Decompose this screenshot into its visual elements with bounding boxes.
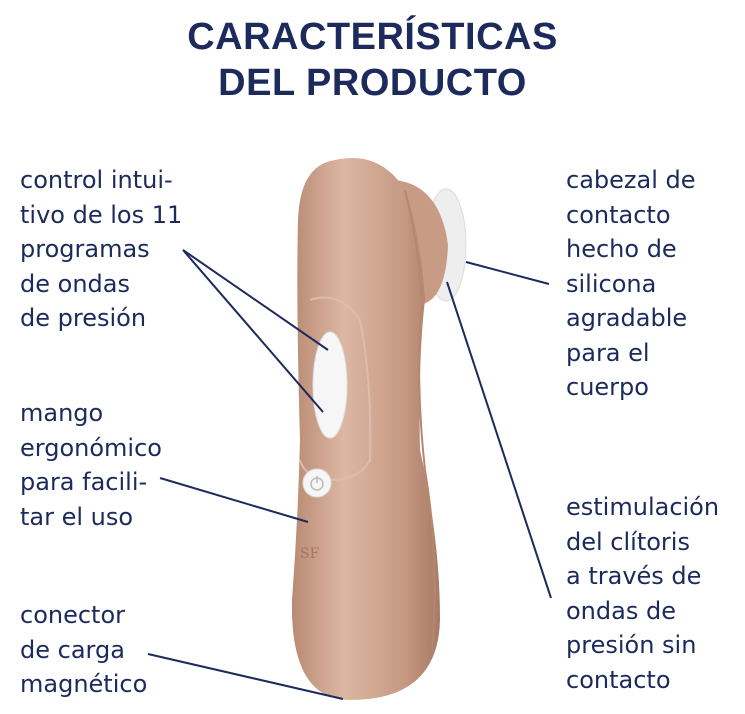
feature-text-line: cuerpo [566, 373, 649, 401]
feature-text-line: contacto [566, 665, 671, 694]
feature-text-line: hecho de [566, 235, 677, 263]
leader-lines [147, 249, 552, 700]
feature-text-line: cabezal de [566, 166, 696, 194]
feature-text-line: para el [566, 338, 650, 367]
feature-text-line: tivo de los 11 [20, 200, 183, 229]
feature-text-line: programas [20, 235, 150, 263]
feature-handle: mango ergonómico para facili- tar el uso [20, 396, 162, 534]
feature-text-line: presión sin [566, 631, 697, 659]
leader-line-stimulation [446, 281, 552, 599]
feature-text-line: silicona [566, 269, 657, 298]
feature-text-line: tar el uso [20, 502, 134, 531]
leader-line-head [465, 261, 550, 285]
page-title: CARACTERÍSTICAS DEL PRODUCTO [0, 14, 745, 106]
feature-text-line: estimulación [566, 493, 720, 521]
product-body [291, 158, 440, 700]
feature-text-line: mango [20, 399, 104, 427]
feature-text-line: magnético [20, 670, 148, 698]
mode-button [312, 331, 348, 439]
power-button [302, 468, 332, 498]
feature-head: cabezal de contacto hecho de silicona ag… [566, 163, 696, 405]
body-seam [404, 189, 436, 651]
feature-text-line: ergonómico [20, 433, 162, 462]
title-line-2: DEL PRODUCTO [218, 62, 527, 104]
feature-text-line: a través de [566, 562, 702, 590]
feature-text-line: de presión [20, 304, 147, 332]
brand-logo-icon: SF [300, 546, 320, 562]
feature-stimulation: estimulación del clítoris a través de on… [566, 490, 719, 697]
feature-charger: conector de carga magnético [20, 598, 147, 702]
feature-text-line: agradable [566, 304, 688, 332]
leader-line-controls-minus [182, 249, 324, 413]
feature-text-line: de ondas [20, 269, 130, 298]
leader-line-controls-plus [182, 249, 329, 351]
feature-text-line: contacto [566, 200, 671, 229]
feature-text-line: de carga [20, 635, 125, 664]
feature-text-line: conector [20, 601, 126, 629]
leader-line-charger [147, 653, 344, 700]
title-line-1: CARACTERÍSTICAS [187, 16, 558, 58]
feature-text-line: control intui- [20, 166, 173, 194]
leader-line-handle [159, 477, 309, 523]
feature-text-line: para facili- [20, 468, 148, 496]
feature-text-line: ondas de [566, 596, 676, 625]
feature-text-line: del clítoris [566, 527, 690, 556]
feature-controls: control intui- tivo de los 11 programas … [20, 163, 182, 336]
